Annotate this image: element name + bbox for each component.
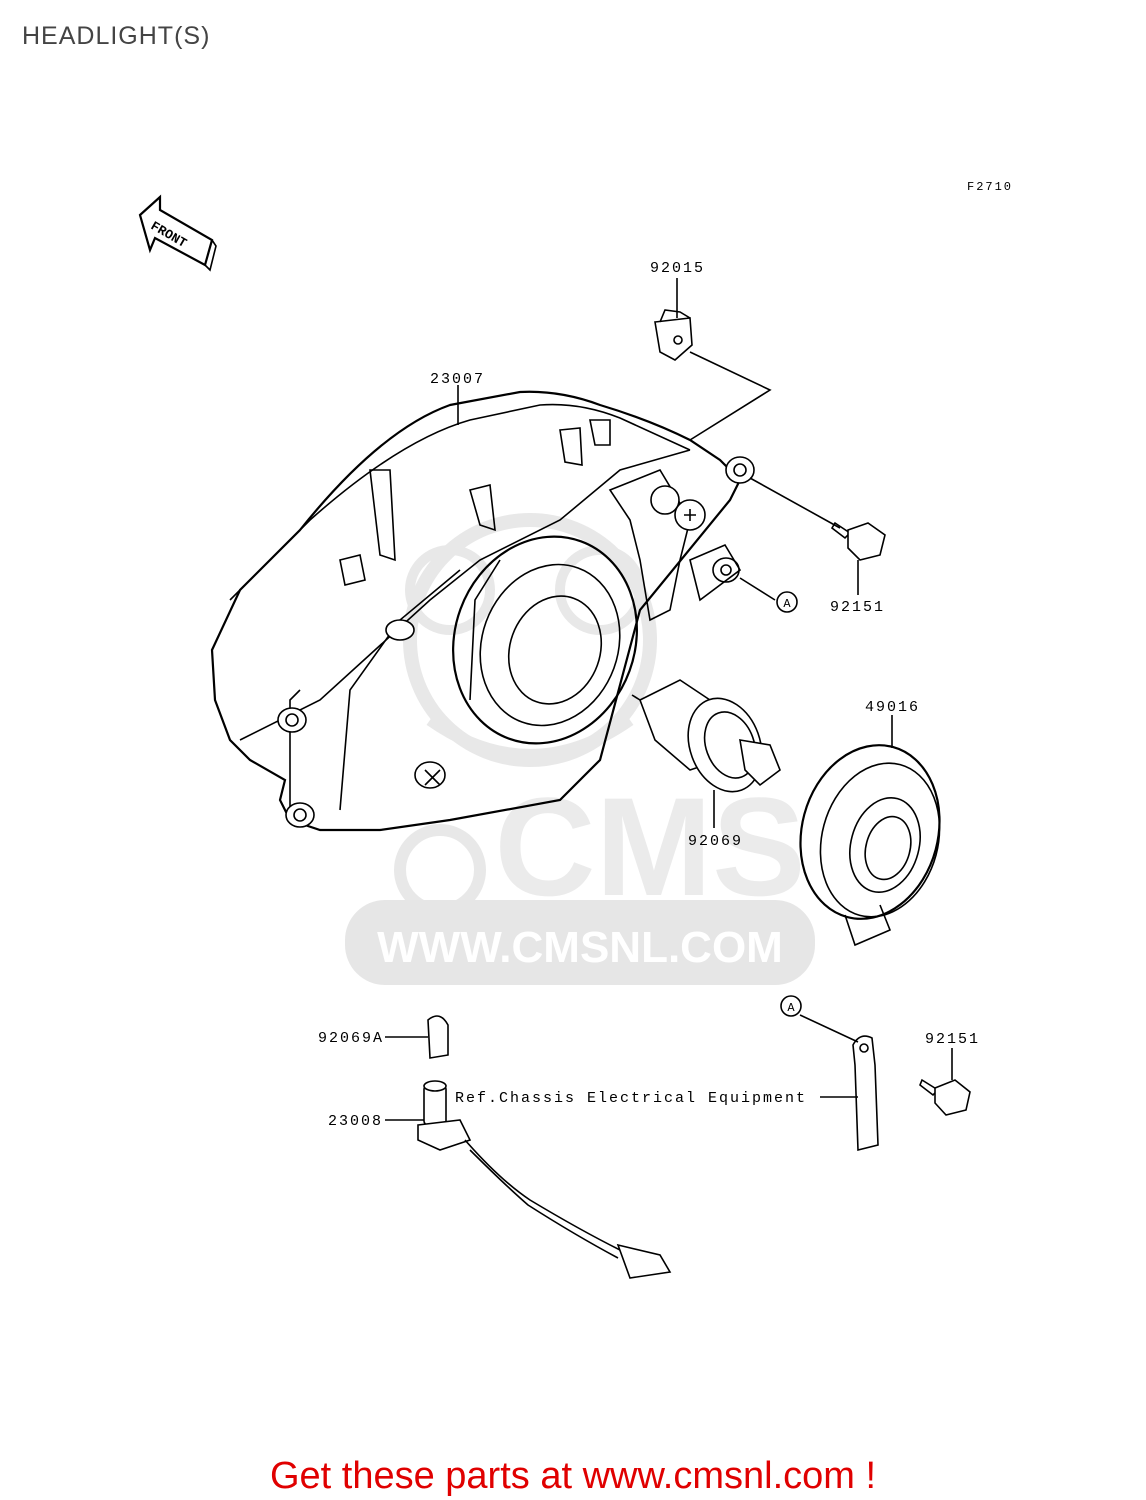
reference-note: Ref.Chassis Electrical Equipment	[455, 1090, 807, 1107]
part-label-92069[interactable]: 92069	[688, 833, 743, 850]
headlight-housing-drawing	[210, 390, 755, 832]
leader-lines	[385, 278, 953, 1121]
page-title: HEADLIGHT(S)	[22, 22, 211, 50]
front-arrow-icon: FRONT	[138, 194, 217, 272]
lens-49016-drawing	[799, 744, 941, 947]
bulb-92069a-drawing	[427, 1015, 449, 1059]
callout-a-lower: A	[780, 995, 802, 1017]
callout-a-upper: A	[776, 591, 798, 613]
watermark-url-plate	[345, 900, 815, 985]
figure-code: F2710	[967, 180, 1013, 194]
part-label-92069a[interactable]: 92069A	[318, 1030, 384, 1047]
bulb-92069-drawing	[631, 679, 781, 793]
svg-text:A: A	[783, 597, 791, 611]
part-label-92151[interactable]: 92151	[830, 599, 885, 616]
part-label-92151-lower[interactable]: 92151	[925, 1031, 980, 1048]
footer-link[interactable]: Get these parts at www.cmsnl.com !	[269, 1455, 877, 1497]
socket-23008-drawing	[417, 1080, 672, 1279]
watermark-url: WWW.CMSNL.COM	[377, 923, 783, 972]
watermark: CMS WWW.CMSNL.COM	[345, 513, 815, 985]
part-label-92015[interactable]: 92015	[650, 260, 705, 277]
part-label-23008[interactable]: 23008	[328, 1113, 383, 1130]
part-label-23007[interactable]: 23007	[430, 371, 485, 388]
watermark-logo	[394, 513, 657, 916]
bolt-92151-drawing	[830, 521, 886, 561]
clip-92015-drawing	[654, 309, 693, 361]
svg-text:A: A	[787, 1001, 795, 1015]
bolt-92151b-drawing	[919, 1078, 971, 1116]
ground-strap-drawing	[852, 1035, 879, 1152]
watermark-brand: CMS	[494, 768, 805, 925]
part-label-49016[interactable]: 49016	[865, 699, 920, 716]
